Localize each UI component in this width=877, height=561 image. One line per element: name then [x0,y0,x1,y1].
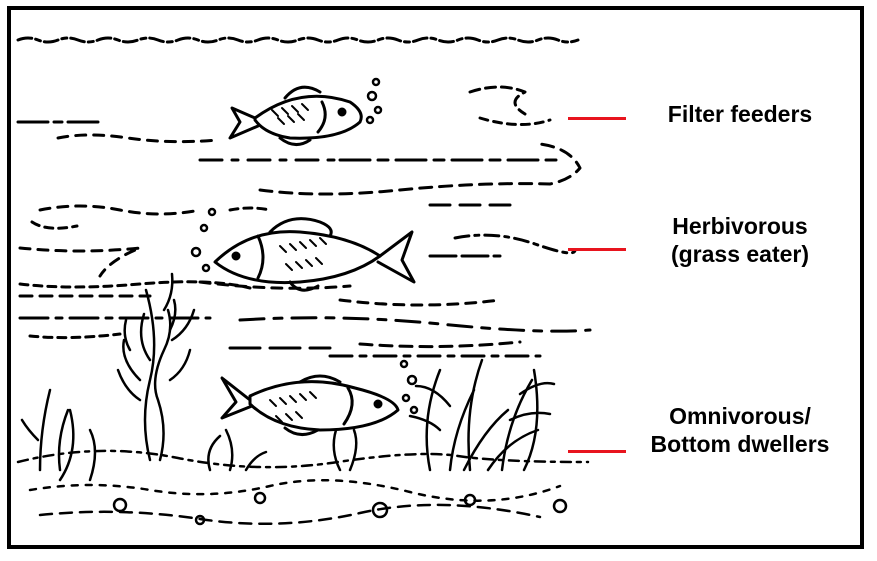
fish-icon [230,87,361,144]
filter-feeders-label: Filter feeders [645,100,835,128]
seaweed-icon [18,274,588,524]
herbivorous-pointer [568,248,626,251]
fish-icon [215,219,414,290]
fish-icon [222,376,398,435]
herbivorous-label: Herbivorous (grass eater) [645,212,835,268]
water-surface [18,38,578,42]
filter-feeders-pointer [568,117,626,120]
water-ripples [18,87,590,356]
omnivorous-label: Omnivorous/ Bottom dwellers [630,402,850,458]
herbivorous-subtext: (grass eater) [645,240,835,268]
filter-feeders-text: Filter feeders [645,100,835,128]
omnivorous-subtext: Bottom dwellers [630,430,850,458]
herbivorous-text: Herbivorous [645,212,835,240]
omnivorous-pointer [568,450,626,453]
omnivorous-text: Omnivorous/ [630,402,850,430]
